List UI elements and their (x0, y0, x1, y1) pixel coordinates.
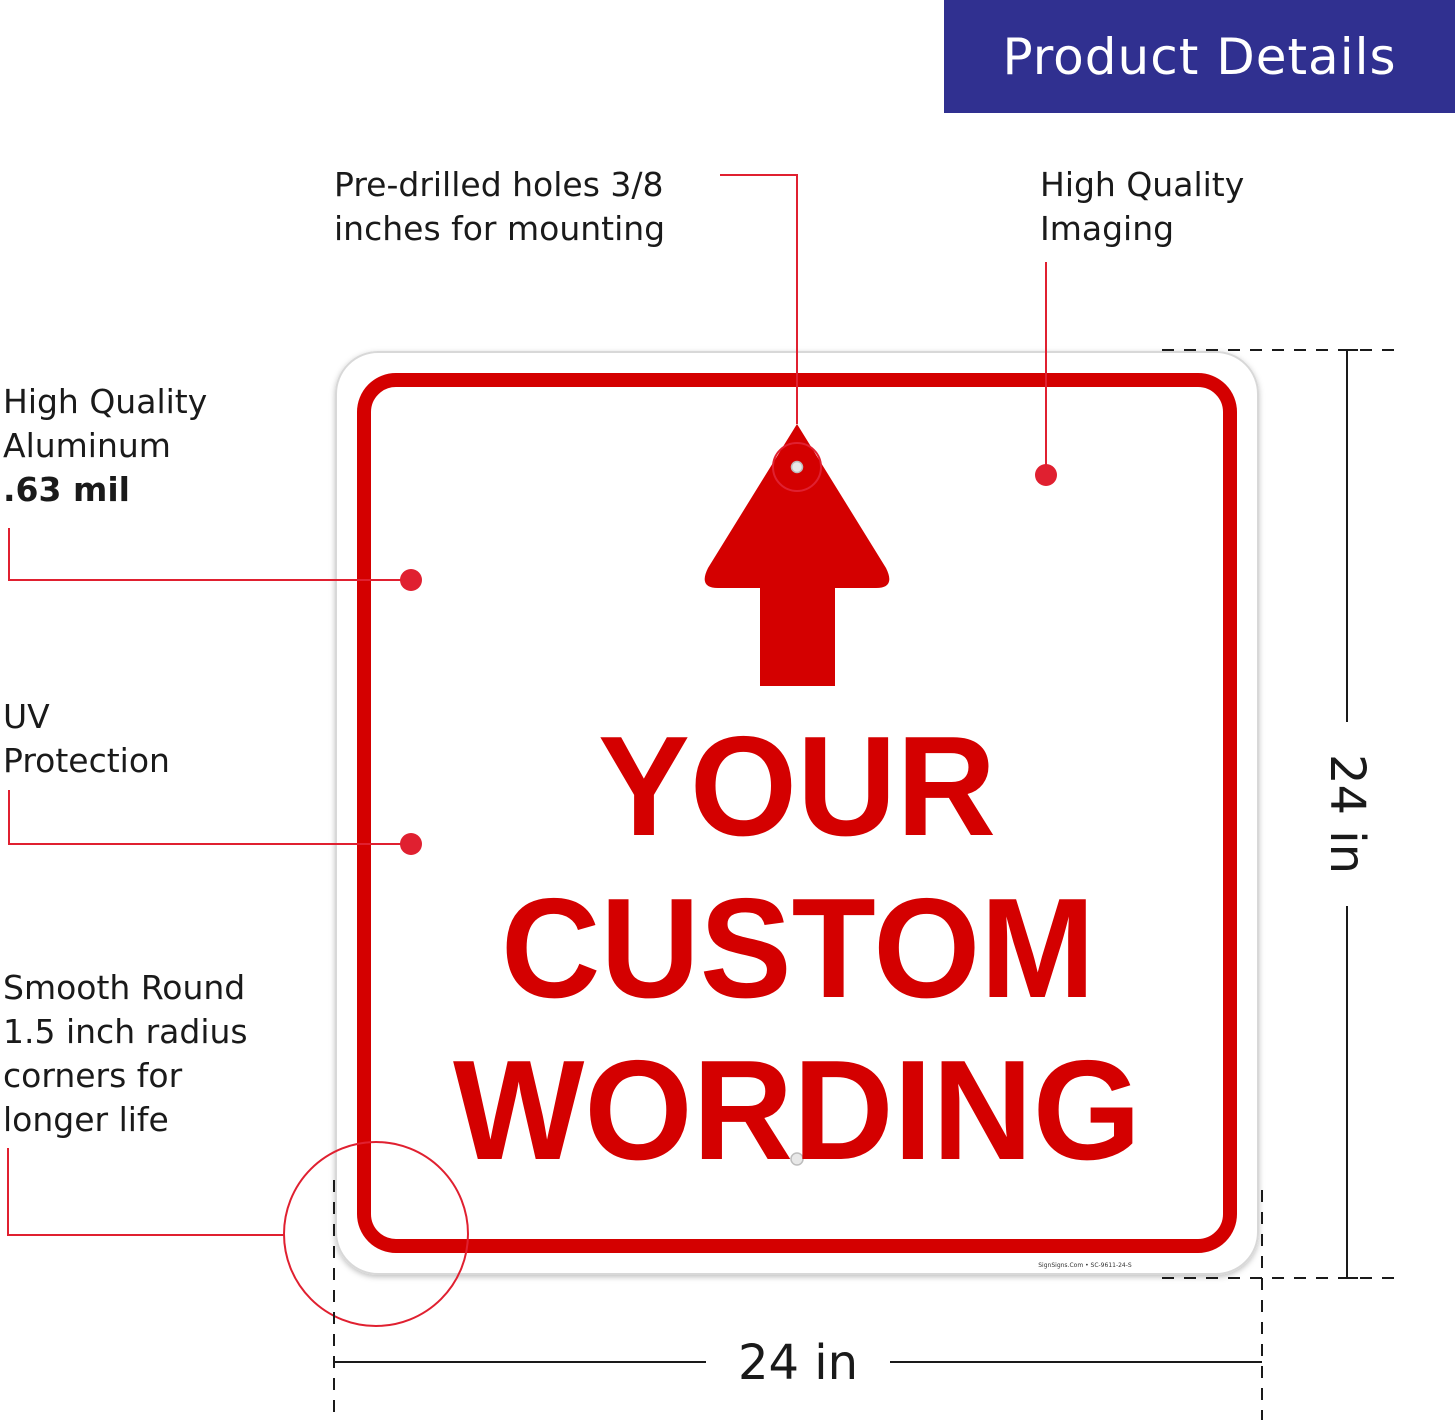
dot-imaging (1035, 464, 1057, 486)
dim-height-label: 24 in (1319, 754, 1375, 874)
callout-uv-line2: Protection (3, 741, 170, 780)
callout-corners: Smooth Round 1.5 inch radius corners for… (3, 966, 248, 1142)
sign-line-3: WORDING (453, 1031, 1141, 1190)
leader-corners (7, 1148, 284, 1236)
callout-holes-line2: inches for mounting (334, 209, 666, 248)
callout-imaging-line1: High Quality (1040, 165, 1245, 204)
leader-aluminum (8, 528, 411, 581)
callout-holes-line1: Pre-drilled holes 3/8 (334, 165, 664, 204)
callout-corners-line2: 1.5 inch radius (3, 1012, 248, 1051)
callout-corners-line4: longer life (3, 1100, 169, 1139)
callout-corners-line1: Smooth Round (3, 968, 246, 1007)
callout-aluminum-line2: Aluminum (3, 426, 171, 465)
callout-aluminum-line3: .63 mil (3, 470, 130, 509)
banner-title: Product Details (1002, 27, 1397, 86)
leader-uv (8, 790, 411, 845)
callout-uv-line1: UV (3, 697, 50, 736)
dot-aluminum (400, 569, 422, 591)
corner-highlight-circle (283, 1141, 469, 1327)
callout-imaging-line2: Imaging (1040, 209, 1175, 248)
dim-width-label: 24 in (738, 1335, 858, 1391)
dot-uv (400, 833, 422, 855)
callout-holes: Pre-drilled holes 3/8 inches for mountin… (334, 163, 665, 251)
callout-aluminum-line1: High Quality (3, 382, 208, 421)
callout-aluminum: High Quality Aluminum .63 mil (3, 380, 207, 512)
mounting-hole-bottom (790, 1152, 804, 1166)
sign-line-2: CUSTOM (501, 869, 1095, 1028)
callout-imaging: High Quality Imaging (1040, 163, 1244, 251)
product-details-banner: Product Details (944, 0, 1455, 113)
hole-highlight-circle (772, 442, 822, 492)
sign-line-1: YOUR (598, 707, 996, 866)
leader-holes (720, 174, 798, 424)
mounting-hole-top (790, 460, 804, 474)
callout-uv: UV Protection (3, 695, 170, 783)
sign-footer: SignSigns.Com • SC-9611-24-S (1038, 1262, 1132, 1269)
up-arrow-icon (704, 424, 890, 686)
callout-corners-line3: corners for (3, 1056, 183, 1095)
